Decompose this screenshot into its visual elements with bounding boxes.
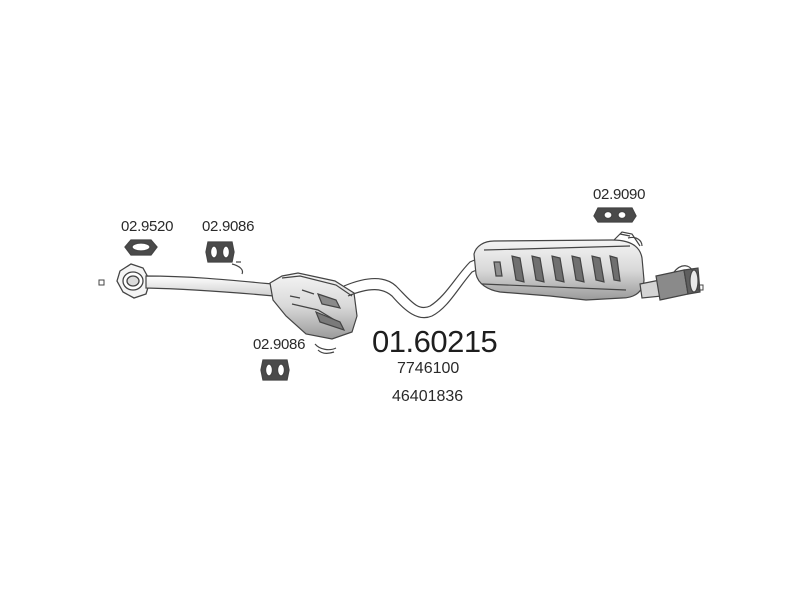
gasket-part-number: 02.9520 [121,218,174,235]
clamp-part-number: 02.9090 [593,186,646,203]
main-part-number: 01.60215 [372,324,498,359]
middle-hanger-part-number: 02.9086 [253,336,306,353]
middle-muffler [269,272,358,340]
front-connector-icon [98,279,105,286]
front-flange-icon [116,263,151,299]
clamp-icon [593,207,637,223]
hanger-hook-front-icon [231,261,244,275]
front-hanger-part-number: 02.9086 [202,218,255,235]
rubber-hanger-icon [205,241,235,263]
rubber-hanger-icon [260,359,290,381]
rear-silencer [473,231,645,301]
intermediate-pipe [343,255,487,319]
gasket-icon [124,239,158,256]
oe-number-2: 46401836 [392,388,464,405]
hanger-hook-middle-icon [314,343,337,354]
rear-connector-icon [697,284,704,291]
tail-pipe [639,265,701,301]
front-pipe [145,275,275,297]
oe-number-1: 7746100 [397,360,460,377]
